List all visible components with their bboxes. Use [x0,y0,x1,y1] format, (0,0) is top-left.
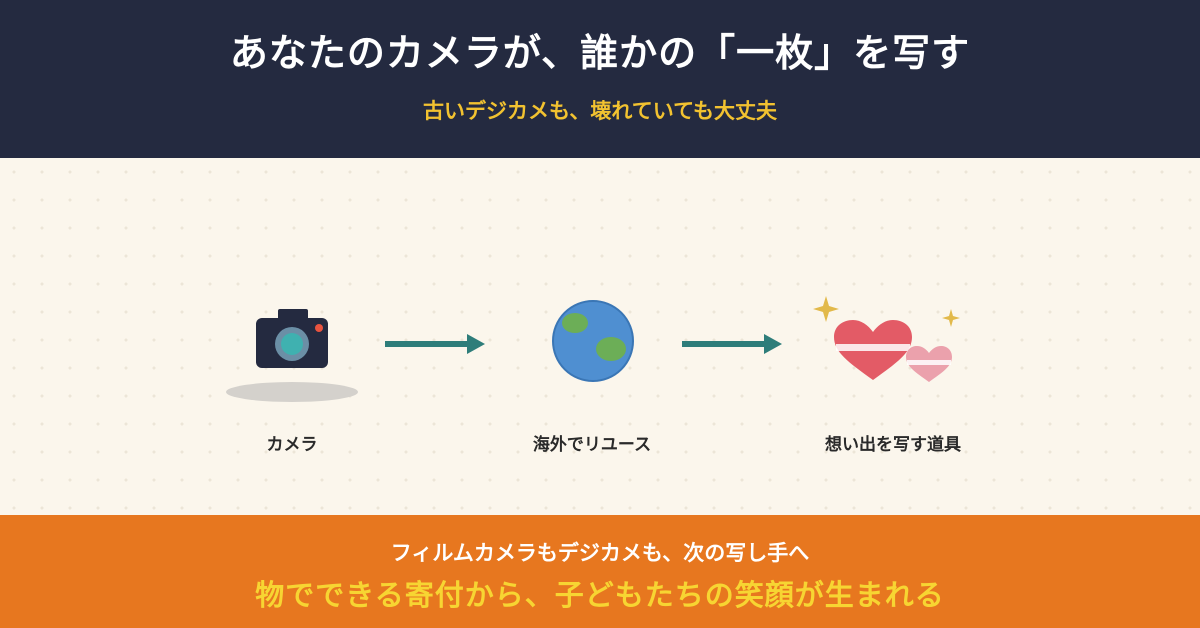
arrow-icon [682,334,782,354]
page-subtitle: 古いデジカメも、壊れていても大丈夫 [422,99,778,123]
sparkle-icon [942,309,960,327]
camera-icon [226,309,358,402]
footer-headline: 物でできる寄付から、子どもたちの笑顔が生まれる [255,578,945,612]
globe-icon [552,300,634,382]
page-title: あなたのカメラが、誰かの「一枚」を写す [229,31,971,75]
arrow-icon [385,334,485,354]
globe-land [562,313,588,333]
camera-shadow [226,382,358,402]
sparkle-icon [813,296,839,322]
hearts-icon [813,296,960,382]
footer-banner [0,515,1200,628]
globe-land [596,337,626,361]
footer-tagline: フィルムカメラもデジカメも、次の写し手へ [390,541,810,565]
step-label-camera: カメラ [266,435,318,455]
header-banner [0,0,1200,158]
step-label-memories: 想い出を写す道具 [825,435,961,455]
camera-flash [315,324,323,332]
camera-lens [281,333,303,355]
step-label-reuse: 海外でリユース [532,435,652,455]
